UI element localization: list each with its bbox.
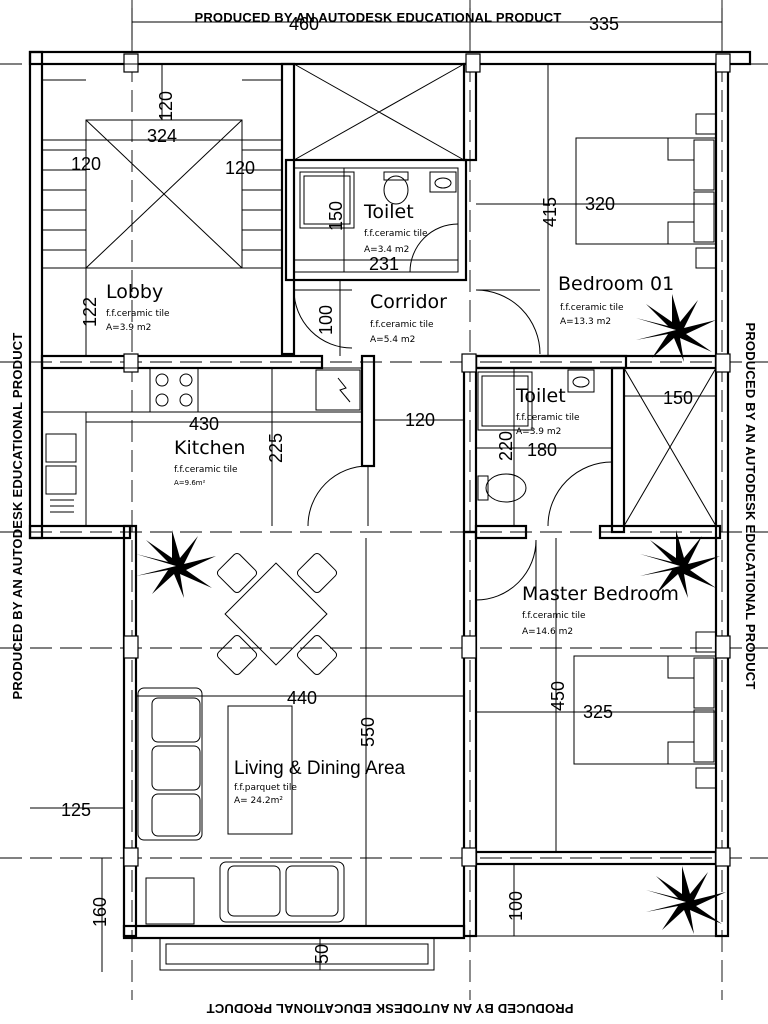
interior-dimension-lines (30, 64, 716, 972)
living-furniture (137, 552, 345, 925)
room-area: A=5.4 m2 (370, 335, 415, 345)
watermark-right: PRODUCED BY AN AUTODESK EDUCATIONAL PROD… (743, 322, 758, 689)
watermark-bottom: PRODUCED BY AN AUTODESK EDUCATIONAL PROD… (206, 1001, 573, 1016)
watermark-top: PRODUCED BY AN AUTODESK EDUCATIONAL PROD… (194, 10, 561, 25)
dim-left-125: 125 (61, 800, 91, 820)
dim-bed01-415: 415 (540, 197, 560, 227)
room-area: A=14.6 m2 (522, 627, 573, 637)
dim-toilet2-220: 220 (496, 431, 516, 461)
room-finish: f.f.ceramic tile (174, 465, 238, 475)
room-area: A=3.4 m2 (364, 245, 409, 255)
plant-icon (640, 530, 720, 598)
dim-toilet1-150: 150 (326, 201, 346, 231)
dim-toilet2-180: 180 (527, 440, 557, 460)
room-name: Master Bedroom (522, 583, 679, 605)
toilet1-fixtures (299, 171, 459, 273)
room-toilet2: Toilet f.f.ceramic tile A=3.9 m2 (515, 385, 580, 437)
dim-master-450: 450 (548, 681, 568, 711)
dim-stair-120-vert: 120 (156, 91, 176, 121)
kitchen-fixtures (41, 367, 363, 527)
room-corridor: Corridor f.f.ceramic tile A=5.4 m2 (370, 291, 447, 345)
room-kitchen: Kitchen f.f.ceramic tile A=9.6m² (174, 437, 245, 487)
door-swings (293, 289, 613, 601)
room-finish: f.f.ceramic tile (522, 611, 586, 621)
room-master-bedroom: Master Bedroom f.f.ceramic tile A=14.6 m… (522, 583, 679, 637)
columns (123, 53, 731, 867)
dim-kitchen-225: 225 (266, 433, 286, 463)
dim-shaft-150: 150 (663, 388, 693, 408)
room-area: A=3.9 m2 (106, 323, 151, 333)
plant-icon (636, 294, 716, 362)
dim-lobby-122: 122 (80, 297, 100, 327)
dim-stair-width: 324 (147, 126, 177, 146)
room-name: Living & Dining Area (234, 758, 406, 779)
room-finish: f.f.ceramic tile (364, 229, 428, 239)
dim-living-440: 440 (287, 688, 317, 708)
room-bedroom01: Bedroom 01 f.f.ceramic tile A=13.3 m2 (558, 273, 674, 327)
room-area: A=3.9 m2 (516, 427, 561, 437)
dim-kitchen-430: 430 (189, 414, 219, 434)
watermark-left: PRODUCED BY AN AUTODESK EDUCATIONAL PROD… (10, 332, 25, 699)
dim-bed01-320: 320 (585, 194, 615, 214)
room-finish: f.f.ceramic tile (516, 413, 580, 423)
room-name: Toilet (363, 201, 414, 223)
dim-corridor-100: 100 (316, 305, 336, 335)
room-area: A=13.3 m2 (560, 317, 611, 327)
dim-top-right: 335 (589, 14, 619, 34)
room-name: Kitchen (174, 437, 245, 459)
plant-icons (136, 294, 726, 934)
room-lobby: Lobby f.f.ceramic tile A=3.9 m2 (106, 281, 170, 333)
dim-master-325: 325 (583, 702, 613, 722)
room-area: A= 24.2m² (234, 796, 283, 806)
plant-icon (136, 530, 216, 598)
top-dimension-line (131, 8, 723, 40)
room-area: A=9.6m² (174, 479, 206, 487)
room-living-dining: Living & Dining Area f.f.parquet tile A=… (234, 758, 406, 806)
shafts (293, 63, 717, 527)
room-finish: f.f.ceramic tile (370, 320, 434, 330)
dim-balcony-100: 100 (506, 891, 526, 921)
room-name: Toilet (515, 385, 566, 407)
room-name: Lobby (106, 281, 163, 303)
room-finish: f.f.ceramic tile (106, 309, 170, 319)
dim-balcony-160: 160 (90, 897, 110, 927)
room-name: Bedroom 01 (558, 273, 674, 295)
dim-stair-120-right: 120 (225, 158, 255, 178)
dim-toilet1-231: 231 (369, 254, 399, 274)
dim-living-550: 550 (358, 717, 378, 747)
dim-balcony-50: 50 (312, 944, 332, 964)
dim-stair-120-left: 120 (71, 154, 101, 174)
bedroom01-bed (575, 113, 717, 269)
room-finish: f.f.parquet tile (234, 783, 297, 793)
room-name: Corridor (370, 291, 447, 313)
dim-top-left: 460 (289, 14, 319, 34)
plant-icon (646, 866, 726, 934)
room-toilet1: Toilet f.f.ceramic tile A=3.4 m2 (363, 201, 428, 255)
grid-lines (0, 0, 768, 1000)
walls (28, 50, 752, 971)
master-bed (573, 631, 717, 789)
dim-corridor-120: 120 (405, 410, 435, 430)
room-finish: f.f.ceramic tile (560, 303, 624, 313)
